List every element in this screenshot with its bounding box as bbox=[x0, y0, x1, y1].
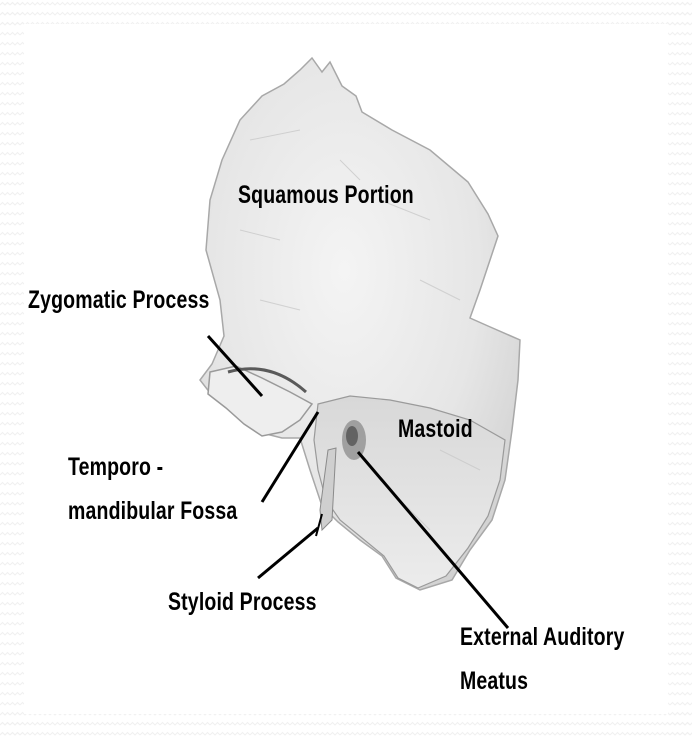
label-mastoid: Mastoid bbox=[398, 412, 473, 446]
label-zygomatic-process: Zygomatic Process bbox=[28, 283, 209, 317]
label-squamous-portion: Squamous Portion bbox=[238, 178, 414, 212]
label-temporo-line2: mandibular Fossa bbox=[68, 494, 237, 528]
leader-styloid bbox=[258, 528, 318, 578]
label-external-auditory-line1: External Auditory bbox=[460, 620, 624, 654]
label-temporo-line1: Temporo - bbox=[68, 450, 163, 484]
label-styloid-process: Styloid Process bbox=[168, 585, 317, 619]
temporal-bone bbox=[200, 58, 520, 590]
label-external-auditory-line2: Meatus bbox=[460, 664, 528, 698]
